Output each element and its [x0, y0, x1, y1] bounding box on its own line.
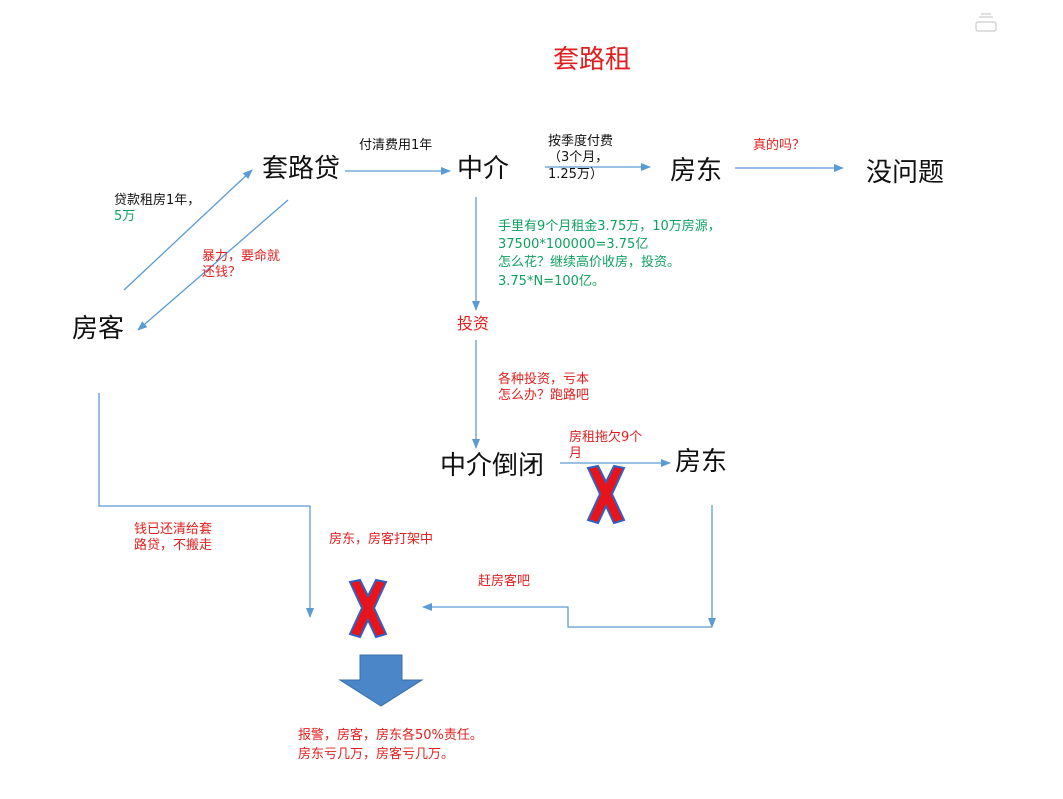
label-result: 报警，房客，房东各50%责任。 房东亏几万，房客亏几万。 [298, 727, 483, 765]
label-line: （3个月， [548, 150, 609, 166]
label-line: 房东亏几万，房客亏几万。 [298, 746, 455, 762]
x-mark-icon [348, 578, 388, 639]
label-baoli: 暴力，要命就 还钱？ [202, 249, 280, 282]
label-line: 按季度付费 [548, 134, 614, 149]
page-title: 套路租 [553, 45, 632, 75]
label-qianyi: 钱已还清给套 路贷，不搬走 [134, 522, 212, 555]
label-line: 3.75*N=100亿。 [498, 273, 605, 289]
node-zhongjie-daobi: 中介倒闭 [440, 451, 545, 481]
label-line: 怎么办？跑路吧 [498, 388, 590, 404]
node-fangdong: 房东 [670, 156, 723, 186]
node-taoludai: 套路贷 [262, 154, 341, 184]
down-arrow-icon [338, 654, 424, 707]
node-fangke: 房客 [72, 314, 125, 344]
x-mark-icon [586, 464, 626, 525]
label-zhendema: 真的吗？ [753, 138, 806, 153]
label-line: 钱已还清给套 [134, 522, 213, 537]
label-dajia: 房东，房客打架中 [329, 532, 434, 547]
label-line: 5万 [114, 209, 136, 225]
label-gan: 赶房客吧 [478, 574, 531, 589]
label-line: 37500*100000=3.75亿 [498, 237, 649, 253]
arrow-fangdong-to-conflict [422, 603, 712, 628]
label-fuqing: 付清费用1年 [359, 138, 433, 153]
arrow-taoludai-to-fangke [137, 199, 289, 331]
node-fangdong-2: 房东 [675, 447, 728, 477]
label-line: 贷款租房1年， [114, 193, 201, 208]
node-meiwenti: 没问题 [866, 158, 945, 188]
label-line: 怎么花？继续高价收房，投资。 [498, 255, 681, 271]
arrow-fangke-to-conflict [98, 393, 314, 618]
node-zhongjie: 中介 [457, 154, 510, 184]
label-line: 1.25万） [548, 166, 603, 182]
label-line: 暴力，要命就 [202, 249, 281, 264]
label-tuoqian: 房租拖欠9个 月 [569, 430, 642, 463]
label-line: 各种投资，亏本 [498, 372, 590, 387]
label-anjidu: 按季度付费 （3个月， 1.25万） [548, 134, 613, 183]
label-line: 月 [569, 446, 583, 462]
label-line: 路贷，不搬走 [134, 538, 213, 554]
label-daikuan: 贷款租房1年， 5万 [114, 193, 200, 226]
label-line: 报警，房客，房东各50%责任。 [298, 728, 483, 743]
label-line: 手里有9个月租金3.75万，10万房源， [498, 219, 721, 234]
arrow-fangke-to-taoludai [123, 169, 253, 291]
corner-logo-icon [975, 13, 997, 32]
node-touzi: 投资 [457, 314, 490, 333]
label-green-note: 手里有9个月租金3.75万，10万房源， 37500*100000=3.75亿 … [498, 218, 721, 291]
label-line: 还钱？ [202, 265, 242, 281]
label-kuiben: 各种投资，亏本 怎么办？跑路吧 [498, 372, 589, 405]
label-line: 房租拖欠9个 [569, 430, 643, 445]
